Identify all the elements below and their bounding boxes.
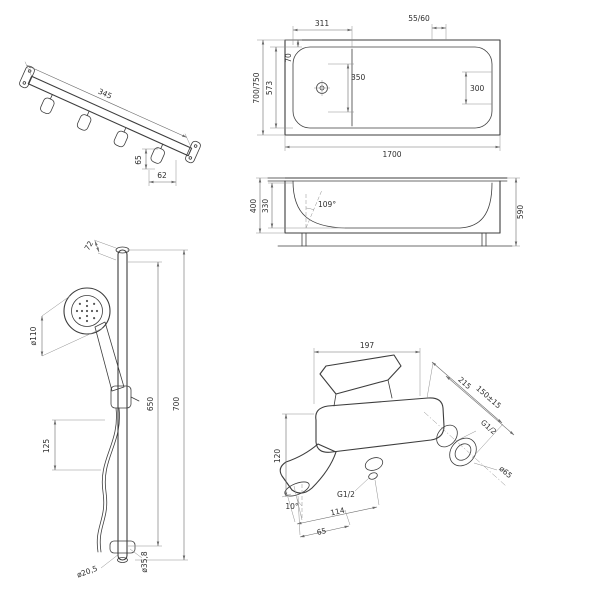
dim-mixer-aerator-offset: 65 (316, 526, 327, 537)
rail-slider (110, 385, 132, 409)
towel-rail-drawing: 345 65 62 (19, 61, 201, 186)
bathtub-section-view: 109° 400 330 590 (249, 177, 525, 247)
dim-mixer-bottom-thread: G1/2 (337, 490, 355, 499)
dim-shower-rail-length: 650 (146, 397, 155, 412)
dim-tub-outer-width: 700/750 (252, 72, 261, 103)
dim-mixer-connection-centers: 150±15 (474, 384, 503, 411)
dim-tub-center-width: 350 (351, 73, 366, 82)
shower-hose (96, 407, 117, 553)
dim-shower-top-offset: 72 (83, 239, 96, 252)
diverter-knob (364, 457, 384, 471)
dim-mixer-spout-reach: 114 (330, 506, 346, 518)
dim-tub-length: 1700 (382, 150, 401, 159)
aerator (284, 481, 310, 497)
mixer-spout (279, 443, 337, 494)
dim-tub-wall-angle: 109° (318, 200, 336, 209)
shower-rail-drawing: 72 ø110 125 650 700 ø20,5 ø35,8 (29, 239, 188, 580)
dim-mixer-side-thread: G1/2 (479, 418, 499, 437)
dim-shower-bracket-diameter: ø35,8 (140, 551, 149, 573)
shower-rail-bar (117, 249, 128, 561)
dim-tub-depth: 400 (249, 199, 258, 214)
dim-mixer-body-length: 197 (360, 341, 375, 350)
dim-tub-rim-right: 55/60 (408, 14, 430, 23)
dim-towel-length: 345 (97, 87, 114, 101)
dim-shower-total-length: 700 (172, 397, 181, 412)
dim-mixer-body-height: 120 (273, 449, 282, 464)
dim-mixer-spout-angle: 10° (285, 502, 299, 511)
dim-shower-rail-diameter: ø20,5 (76, 564, 99, 580)
mixer-handle (319, 354, 402, 395)
dim-tub-foot-width: 300 (470, 84, 485, 93)
dim-mixer-total-depth: 215 (456, 375, 473, 391)
mixer-drawing: 197 215 150±15 G1/2 ø65 120 10° 114 65 G… (273, 341, 515, 538)
dim-tub-drain-offset: 311 (315, 19, 330, 28)
dim-tub-total-height: 590 (516, 205, 525, 220)
dim-towel-end-width: 62 (157, 171, 167, 180)
wall-flange (449, 437, 477, 467)
dim-mixer-flange-diameter: ø65 (497, 464, 514, 480)
drain-icon (314, 80, 330, 96)
towel-bar (27, 75, 193, 157)
shower-handle (94, 321, 125, 392)
towel-end-plate-right (185, 140, 201, 164)
rail-bottom-bracket (109, 540, 136, 554)
dim-towel-end-height: 65 (134, 155, 143, 165)
dim-tub-rim-left: 70 (284, 53, 293, 63)
shower-head (63, 287, 111, 335)
mixer-body (315, 397, 445, 453)
dim-shower-handle-length: 125 (42, 439, 51, 454)
dim-shower-head-diameter: ø110 (29, 326, 38, 345)
tub-outer-rim (284, 39, 501, 136)
wall-union (436, 424, 458, 448)
tub-inner-bowl (292, 46, 493, 129)
bathtub-top-view: 311 55/60 70 350 300 573 700/750 1700 (252, 14, 501, 159)
dim-tub-inner-width: 573 (265, 81, 274, 96)
dim-tub-inner-depth: 330 (261, 199, 270, 214)
